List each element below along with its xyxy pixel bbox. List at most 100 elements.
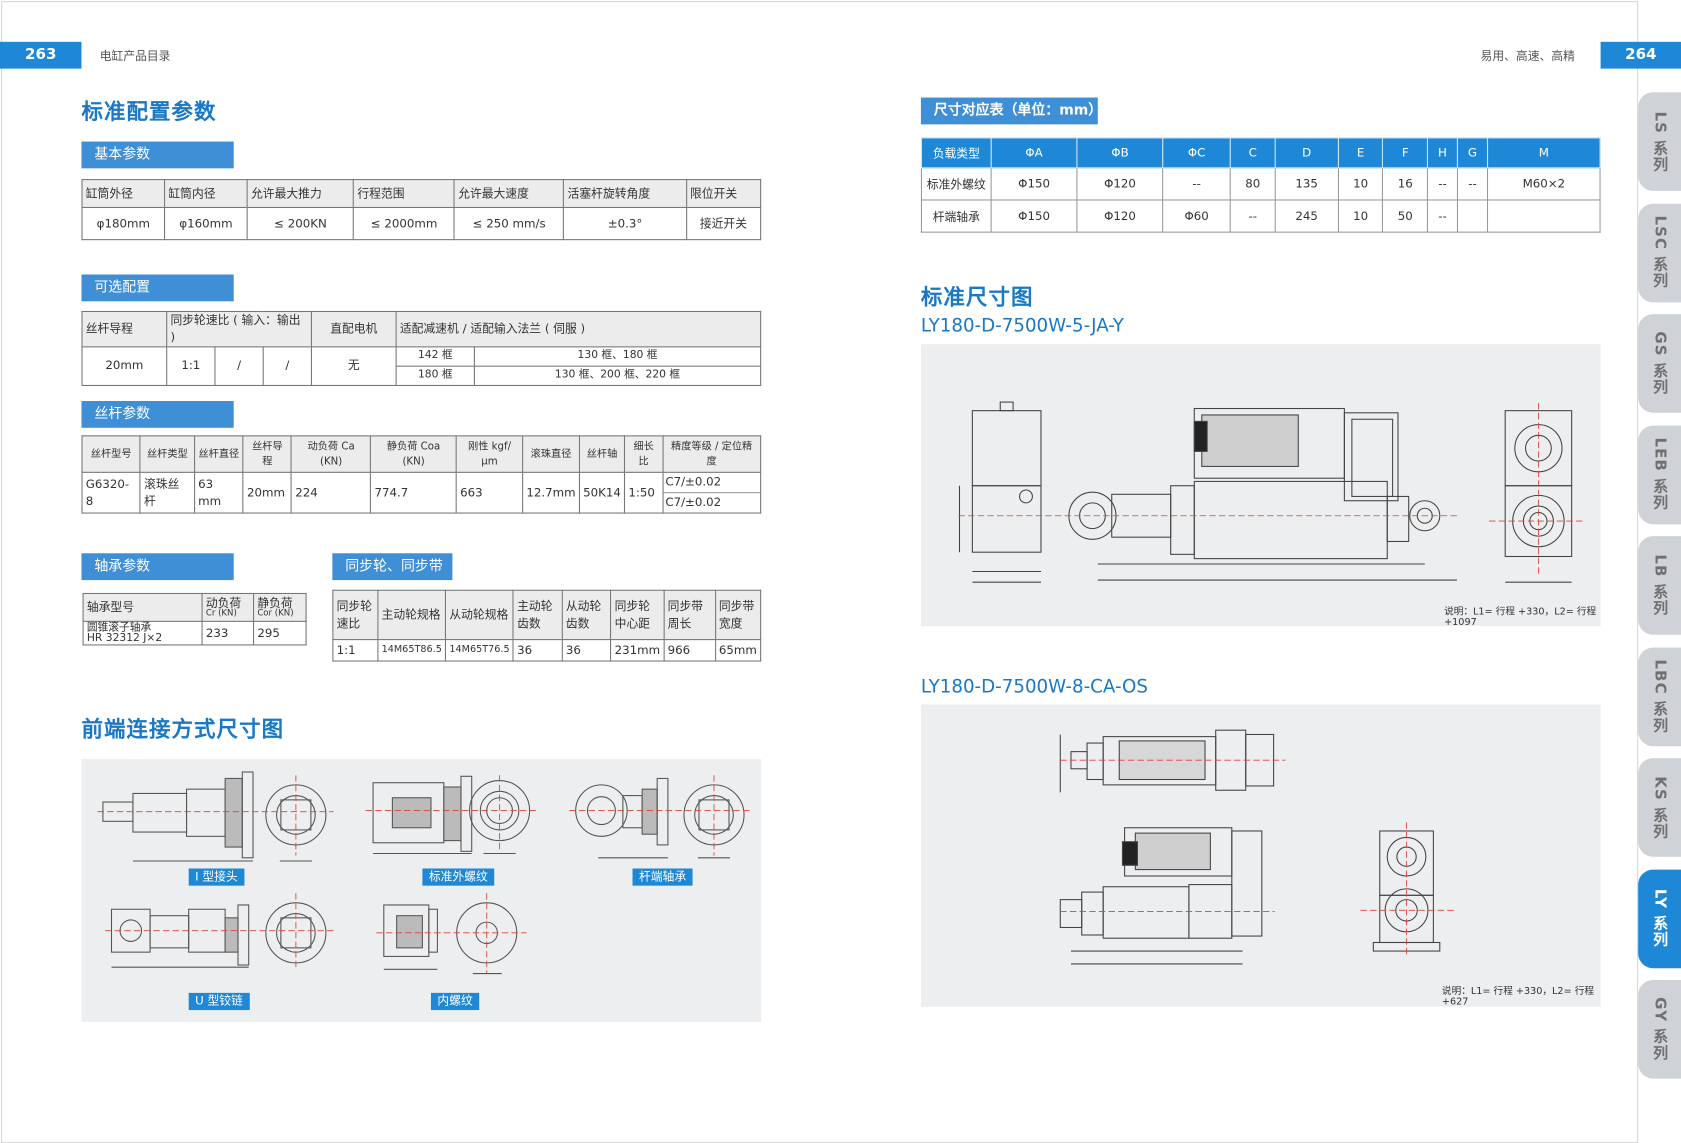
basic-v-6: 接近开关: [685, 206, 762, 241]
model-2-title: LY180-D-7500W-8-CA-OS: [920, 676, 1148, 699]
bearing-h-cor-text: 静负荷: [257, 595, 293, 610]
series-tab-7[interactable]: LY 系列: [1638, 869, 1681, 968]
series-tab-3[interactable]: LEB 系列: [1638, 425, 1681, 524]
basic-v-4: ≤ 250 mm/s: [453, 206, 565, 241]
screw-v-7: 12.7mm: [522, 471, 580, 514]
timing-h-7: 同步带宽度: [714, 589, 762, 641]
opt-lead: 20mm: [81, 346, 168, 386]
dimension-table-label: 尺寸对应表（单位：mm）: [920, 97, 1102, 125]
screw-v-0: G6320-8: [81, 471, 141, 514]
series-tab-label: GY 系列: [1650, 997, 1669, 1062]
model-2-drawing-panel: 说明：L1= 行程 +330，L2= 行程 +627: [920, 704, 1601, 1008]
dim-r2-1: Φ150: [990, 199, 1078, 233]
screw-h-6: 刚性 kgf/μm: [455, 435, 524, 473]
dim-r2-0: 杆端轴承: [920, 199, 992, 233]
dim-r1-0: 标准外螺纹: [920, 167, 992, 201]
dim-r2-9: [1456, 199, 1489, 233]
opt-flanges-1: 130 框、180 框: [473, 346, 762, 367]
timing-h-2: 从动轮规格: [445, 589, 514, 641]
screw-h-7: 滚珠直径: [522, 435, 580, 473]
screw-v-5: 774.7: [370, 471, 457, 514]
dimension-table: 负载类型 ΦA ΦB ΦC C D E F H G M 标准外螺纹 Φ150 Φ…: [920, 137, 1601, 233]
series-tab-6[interactable]: KS 系列: [1638, 758, 1681, 857]
screw-v-2: 63 mm: [193, 471, 244, 514]
series-tab-label: KS 系列: [1650, 775, 1669, 839]
label-external-thread: 标准外螺纹: [422, 868, 495, 886]
timing-v-7: 65mm: [714, 639, 762, 662]
screw-v-9: 1:50: [624, 471, 664, 514]
dim-h-7: F: [1382, 137, 1429, 169]
basic-h-1: 缸筒内径: [164, 179, 248, 209]
dim-h-0: 负载类型: [920, 137, 992, 169]
dim-r1-1: Φ150: [990, 167, 1078, 201]
dim-r1-4: 80: [1229, 167, 1276, 201]
front-connection-drawings: [97, 771, 752, 975]
standard-dimension-title: 标准尺寸图: [920, 284, 1034, 310]
screw-accuracy: C7/±0.02 C7/±0.02: [662, 471, 762, 514]
series-tab-8[interactable]: GY 系列: [1638, 980, 1681, 1079]
timing-belt-table: 同步轮速比 主动轮规格 从动轮规格 主动轮齿数 从动轮齿数 同步轮中心距 同步带…: [332, 589, 762, 662]
opt-frame-1: 142 框: [395, 346, 475, 367]
opt-flanges-2: 130 框、200 框、220 框: [473, 365, 762, 386]
series-tab-label: LBC 系列: [1650, 659, 1669, 734]
dim-r1-10: M60×2: [1487, 167, 1601, 201]
bearing-model-line2: HR 32312 J×2: [86, 632, 163, 644]
screw-v-4: 224: [290, 471, 372, 514]
screw-h-1: 丝杆类型: [139, 435, 195, 473]
external-thread-drawing: [372, 775, 531, 855]
screw-accuracy-1: C7/±0.02: [663, 473, 761, 494]
front-connection-title: 前端连接方式尺寸图: [81, 716, 285, 742]
bearing-h-cr: 动负荷 Cr (KN): [201, 592, 255, 622]
basic-v-0: φ180mm: [81, 206, 166, 241]
timing-v-5: 231mm: [610, 639, 665, 662]
series-tab-2[interactable]: GS 系列: [1638, 314, 1681, 413]
timing-h-5: 同步轮中心距: [610, 589, 665, 641]
bearing-h-cr-text: 动负荷: [205, 595, 242, 610]
basic-h-6: 限位开关: [685, 179, 762, 209]
dim-r2-6: 10: [1337, 199, 1384, 233]
basic-params-table: 缸筒外径 缸筒内径 允许最大推力 行程范围 允许最大速度 活塞杆旋转角度 限位开…: [81, 179, 762, 241]
series-tab-label: LS 系列: [1650, 111, 1669, 173]
basic-h-4: 允许最大速度: [453, 179, 565, 209]
basic-h-5: 活塞杆旋转角度: [563, 179, 687, 209]
timing-v-4: 36: [561, 639, 612, 662]
basic-h-0: 缸筒外径: [81, 179, 166, 209]
basic-params-label: 基本参数: [81, 141, 234, 169]
dim-r1-2: Φ120: [1076, 167, 1164, 201]
dim-r1-7: 16: [1382, 167, 1429, 201]
optional-config-label: 可选配置: [81, 274, 234, 302]
series-tab-5[interactable]: LBC 系列: [1638, 647, 1681, 746]
series-tab-label: LEB 系列: [1650, 437, 1669, 511]
screw-h-2: 丝杆直径: [193, 435, 244, 473]
screw-v-3: 20mm: [242, 471, 293, 514]
opt-ratio: 1:1: [166, 346, 216, 386]
dim-r2-2: Φ120: [1076, 199, 1164, 233]
bearing-params-table: 轴承型号 动负荷 Cr (KN) 静负荷 Cor (KN) 圆锥滚子轴承 HR …: [82, 592, 307, 646]
series-tab-label: GS 系列: [1650, 331, 1669, 396]
dim-r2-5: 245: [1274, 199, 1339, 233]
dim-h-6: E: [1337, 137, 1384, 169]
series-tab-0[interactable]: LS 系列: [1638, 92, 1681, 191]
opt-direct-motor: 无: [310, 346, 397, 386]
timing-h-4: 从动轮齿数: [561, 589, 612, 641]
screw-h-0: 丝杆型号: [81, 435, 141, 473]
model-2-drawing: [1059, 729, 1457, 965]
m2-centerlines: [1060, 759, 1457, 957]
bearing-params-label: 轴承参数: [81, 553, 234, 581]
dim-r2-3: Φ60: [1162, 199, 1231, 233]
screw-params-table: 丝杆型号 丝杆类型 丝杆直径 丝杆导程 动负荷 Ca (KN) 静负荷 Coa …: [81, 435, 762, 514]
series-tab-1[interactable]: LSC 系列: [1638, 203, 1681, 302]
standard-config-title: 标准配置参数: [81, 98, 217, 125]
bearing-h-cor: 静负荷 Cor (KN): [253, 592, 307, 622]
screw-v-8: 50K14: [578, 471, 626, 514]
left-header-title: 电缸产品目录: [99, 49, 171, 64]
timing-v-0: 1:1: [332, 639, 379, 662]
bearing-model: 圆锥滚子轴承 HR 32312 J×2: [82, 620, 203, 646]
series-tab-4[interactable]: LB 系列: [1638, 536, 1681, 635]
basic-v-5: ±0.3°: [563, 206, 687, 241]
opt-slash-2: /: [262, 346, 312, 386]
label-rod-end-bearing: 杆端轴承: [632, 868, 693, 886]
dim-h-10: M: [1487, 137, 1601, 169]
page-frame: [1, 1, 1639, 1143]
